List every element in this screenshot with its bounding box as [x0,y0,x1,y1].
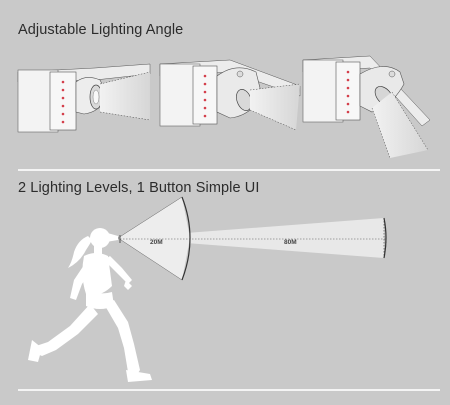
far-distance-label: 80M [284,239,297,246]
headlamp-straight [17,63,151,133]
near-beam [118,197,190,280]
divider-bottom [18,389,440,391]
headlamp-tilted [159,59,301,131]
runner-silhouette-icon [28,228,152,382]
far-beam [120,218,384,258]
section-title-adjustable-angle: Adjustable Lighting Angle [18,22,184,38]
divider-top [18,169,440,171]
headlamp-steep [302,55,431,159]
near-distance-label: 20M [150,239,163,246]
headlamp-angle-illustration [17,55,431,159]
section-title-lighting-levels: 2 Lighting Levels, 1 Button Simple UI [18,180,260,196]
